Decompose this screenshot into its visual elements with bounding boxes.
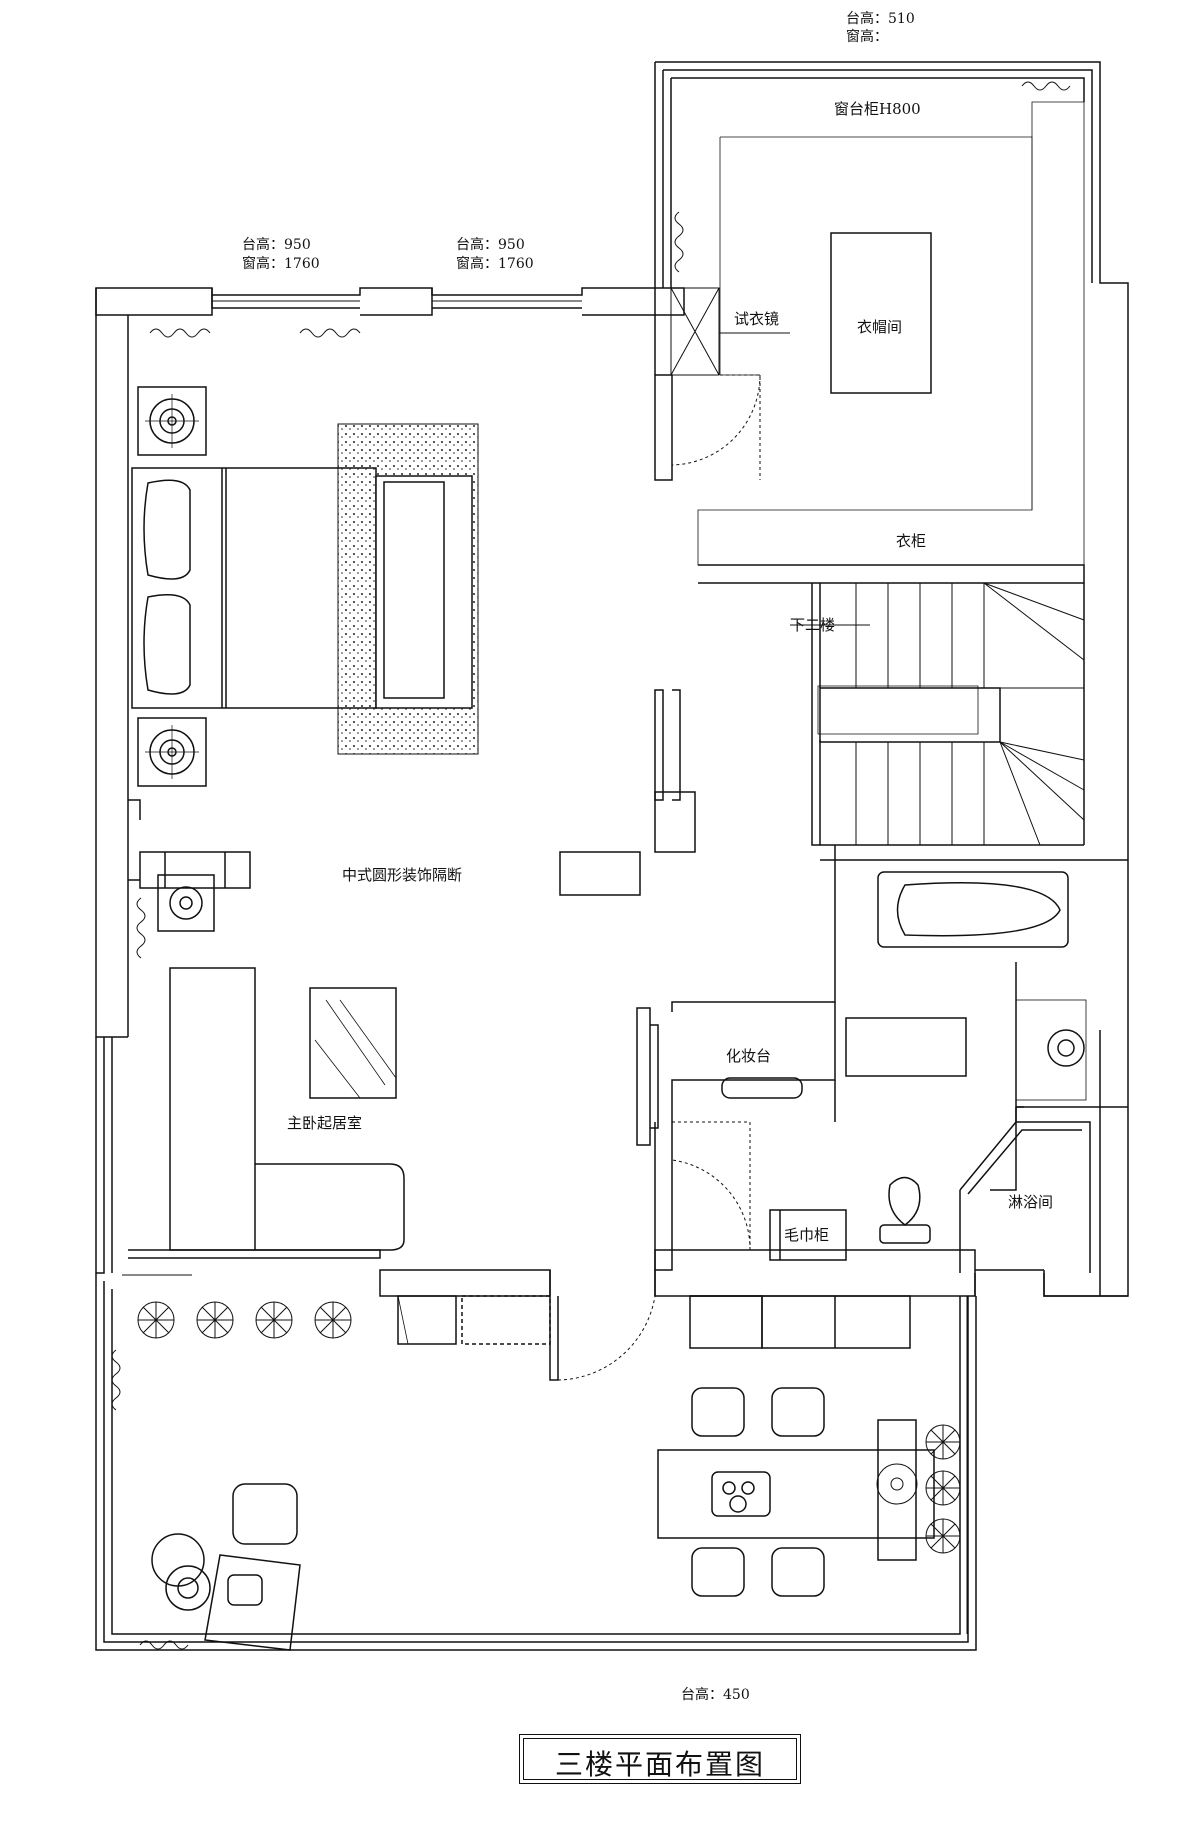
fitting-mirror	[670, 287, 790, 376]
interior-walls	[128, 374, 1128, 1381]
label-sill-cabinet: 窗台柜H800	[834, 100, 921, 118]
window-2-sill-note: 台高：950	[456, 237, 525, 253]
label-living-room: 主卧起居室	[287, 1114, 363, 1132]
window-1-sill-note: 台高：950	[242, 237, 311, 253]
label-wardrobe: 衣柜	[896, 532, 927, 550]
label-partition: 中式圆形装饰隔断	[342, 866, 463, 884]
bedroom-furniture	[131, 386, 479, 787]
terrace-furniture	[151, 1295, 935, 1651]
window-1-height-note: 窗高：1760	[242, 256, 320, 272]
drawing-title: 三楼平面布置图	[554, 1748, 765, 1781]
living-furniture	[139, 791, 696, 1345]
window-2-height-note: 窗高：1760	[456, 256, 534, 272]
top-right-window-note: 窗高：	[846, 29, 888, 45]
label-shower: 淋浴间	[1008, 1193, 1054, 1211]
cloak-island	[830, 232, 932, 394]
stairs	[790, 582, 1085, 846]
curtains	[111, 81, 1071, 1650]
bathroom-fixtures	[721, 871, 1091, 1273]
exterior-walls	[95, 61, 1129, 1651]
top-right-sill-note: 台高：510	[846, 11, 915, 27]
doors	[557, 374, 761, 1381]
wardrobe-hatch	[697, 101, 1085, 566]
label-dressing-table: 化妆台	[726, 1047, 772, 1065]
plants	[137, 1301, 961, 1554]
label-fitting-mirror: 试衣镜	[734, 310, 780, 328]
label-down-stairs: 下二楼	[790, 616, 836, 634]
bottom-sill-note: 台高：450	[681, 1687, 750, 1703]
windows	[103, 300, 968, 1634]
label-cloakroom: 衣帽间	[857, 318, 903, 336]
drawing-title-box: 三楼平面布置图	[519, 1734, 801, 1784]
label-towel-cabinet: 毛巾柜	[784, 1226, 830, 1244]
